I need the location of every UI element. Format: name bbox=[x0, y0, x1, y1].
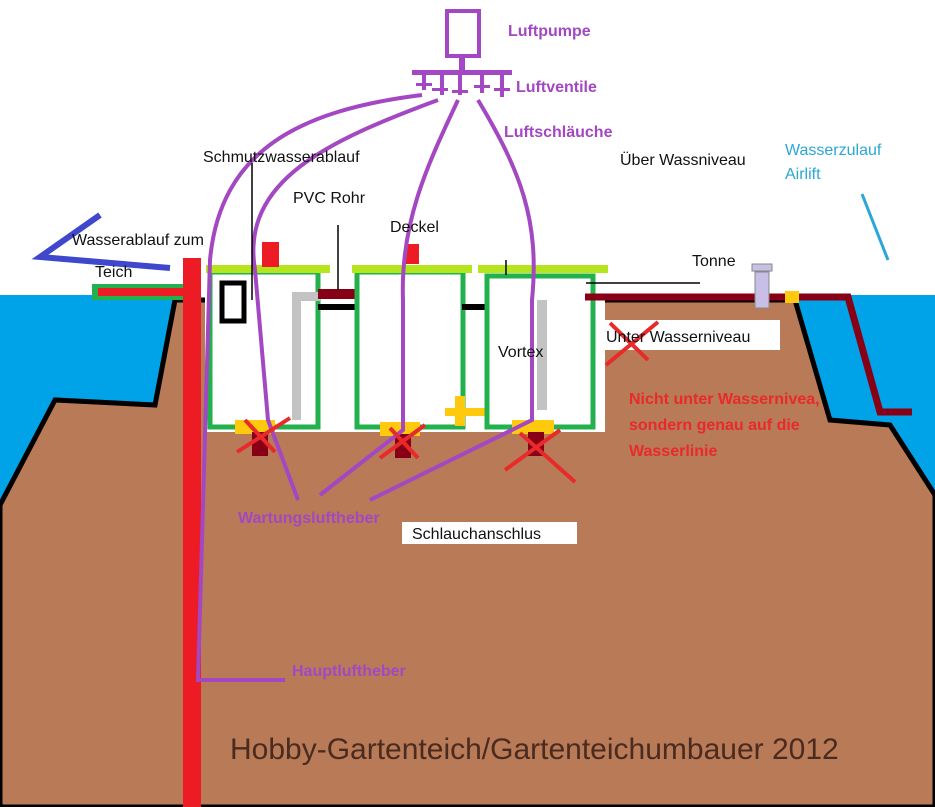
label-luftpumpe: Luftpumpe bbox=[508, 23, 591, 40]
label-hauptluftheber: Hauptluftheber bbox=[292, 663, 406, 680]
label-wasserzulauf: Wasserzulauf bbox=[785, 142, 882, 159]
pump-stem bbox=[459, 56, 465, 70]
label-luftventile: Luftventile bbox=[516, 79, 597, 96]
pvc-connector bbox=[318, 289, 370, 299]
tonne-valve bbox=[754, 271, 770, 309]
outlet-pipe-inner bbox=[98, 288, 184, 296]
air-valves bbox=[416, 75, 510, 97]
main-airlift-pipe bbox=[183, 258, 201, 807]
label-schlauchanschluss: Schlauchanschlus bbox=[412, 526, 541, 543]
tank-3-grey bbox=[537, 300, 547, 410]
note-line-1: Nicht unter Wassernivea, bbox=[629, 391, 820, 408]
label-unter-wasserniveau: Unter Wasserniveau bbox=[606, 329, 750, 346]
label-tonne: Tonne bbox=[692, 253, 736, 270]
note-line-3: Wasserlinie bbox=[629, 443, 717, 460]
label-luftschlaeuche: Luftschläuche bbox=[504, 124, 613, 141]
dirt-drain-box bbox=[219, 280, 247, 324]
tank-2-red-stub bbox=[405, 244, 419, 264]
air-hoses bbox=[195, 93, 536, 682]
label-schmutzwasserablauf: Schmutzwasserablauf bbox=[203, 149, 360, 166]
tank-2 bbox=[354, 269, 466, 430]
outlet-arrow bbox=[31, 212, 171, 271]
label-vortex: Vortex bbox=[498, 344, 543, 361]
grey-pipe-1 bbox=[292, 292, 301, 420]
label-airlift: Airlift bbox=[785, 166, 821, 183]
tank-3-lid bbox=[478, 265, 608, 273]
label-deckel: Deckel bbox=[390, 219, 439, 236]
label-wasserablauf: Wasserablauf zum bbox=[72, 232, 204, 249]
label-teich: Teich bbox=[95, 264, 132, 281]
black-link-1 bbox=[318, 304, 356, 310]
bottom-fitting-1 bbox=[235, 420, 275, 434]
note-line-2: sondern genau auf die bbox=[629, 417, 800, 434]
label-pvc-rohr: PVC Rohr bbox=[293, 190, 366, 207]
air-pump bbox=[445, 9, 481, 58]
tank-1-lid bbox=[206, 265, 330, 273]
red-crosses bbox=[235, 320, 660, 484]
watermark: Hobby-Gartenteich/Gartenteichumbauer 201… bbox=[230, 733, 839, 766]
label-ueber-wasserniveau: Über Wassniveau bbox=[620, 151, 746, 169]
inlet-connector bbox=[785, 291, 799, 303]
black-link-2 bbox=[462, 304, 488, 310]
hose-label-area bbox=[402, 522, 577, 544]
grey-pipe-1-top bbox=[292, 292, 320, 301]
airlift-stroke bbox=[860, 193, 890, 261]
tonne-valve-top bbox=[751, 263, 773, 272]
label-wartungsluftheber: Wartungsluftheber bbox=[238, 510, 380, 527]
bottom-fitting-2 bbox=[380, 422, 420, 436]
inlet-pipe bbox=[585, 293, 912, 416]
pointer-lines bbox=[251, 163, 700, 300]
yellow-fitting-mid-a bbox=[455, 396, 465, 426]
valve-manifold bbox=[412, 70, 512, 75]
tank-1-red-stub bbox=[262, 242, 279, 267]
tank-2-lid bbox=[352, 265, 472, 273]
